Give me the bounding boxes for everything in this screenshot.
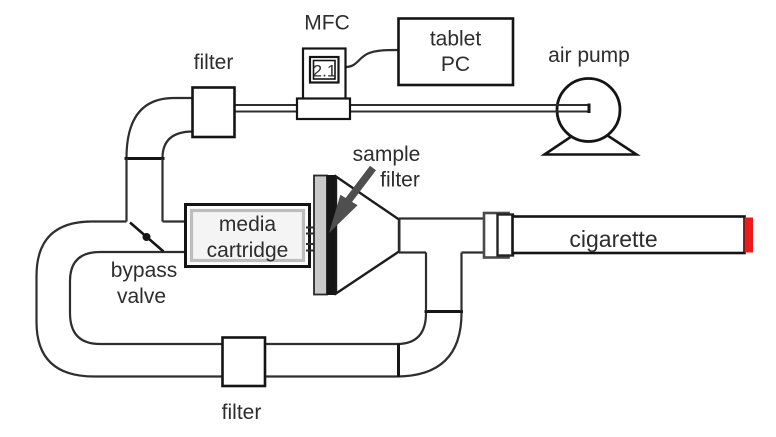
bottom-filter-label: filter (222, 401, 262, 424)
air-pump-label: air pump (548, 44, 630, 67)
bypass-loop-outer-wall (35, 220, 463, 378)
cartridge-outlet-stubs (306, 226, 315, 252)
media-cartridge-label-line2: cartridge (207, 239, 289, 262)
cigarette-body (511, 215, 746, 255)
tubing (35, 96, 484, 378)
sample-filter-holder (313, 174, 328, 296)
tablet-pc-label-line2: PC (441, 53, 470, 76)
cigarette-label: cigarette (569, 226, 657, 252)
bypass-loop-inner-wall (68, 250, 428, 346)
top-filter-box (191, 86, 236, 139)
tablet-pc-label-line1: tablet (430, 28, 482, 51)
sample-filter-face (326, 175, 336, 295)
sample-filter-label-line2: filter (380, 169, 420, 192)
mfc-inline-unit (295, 97, 352, 121)
mfc-display-screen (312, 59, 336, 80)
mfc-label: MFC (304, 12, 350, 35)
media-cartridge-label-line1: media (219, 213, 277, 236)
reducing-cone (334, 174, 401, 296)
elbow-inner-wall (161, 130, 194, 159)
sample-filter-label-line1: sample (353, 143, 421, 166)
top-filter-label: filter (194, 51, 234, 74)
media-cartridge-panel (189, 208, 306, 263)
mfc-data-cable (345, 48, 399, 69)
cigarette-lit-tip (744, 217, 753, 253)
tablet-pc-box (397, 17, 515, 87)
mfc-reading: 2.1 (313, 62, 337, 81)
sample-filter-arrow-head (329, 194, 358, 233)
cigarette-holder-inner (496, 213, 515, 257)
bypass-valve-dot (142, 233, 151, 241)
bottom-filter-box (221, 336, 267, 388)
sample-filter-arrow-shaft (345, 165, 376, 204)
bypass-valve-label-line2: valve (117, 285, 166, 308)
bypass-valve-label-line1: bypass (111, 259, 178, 282)
elbow-outer-wall (125, 96, 193, 159)
